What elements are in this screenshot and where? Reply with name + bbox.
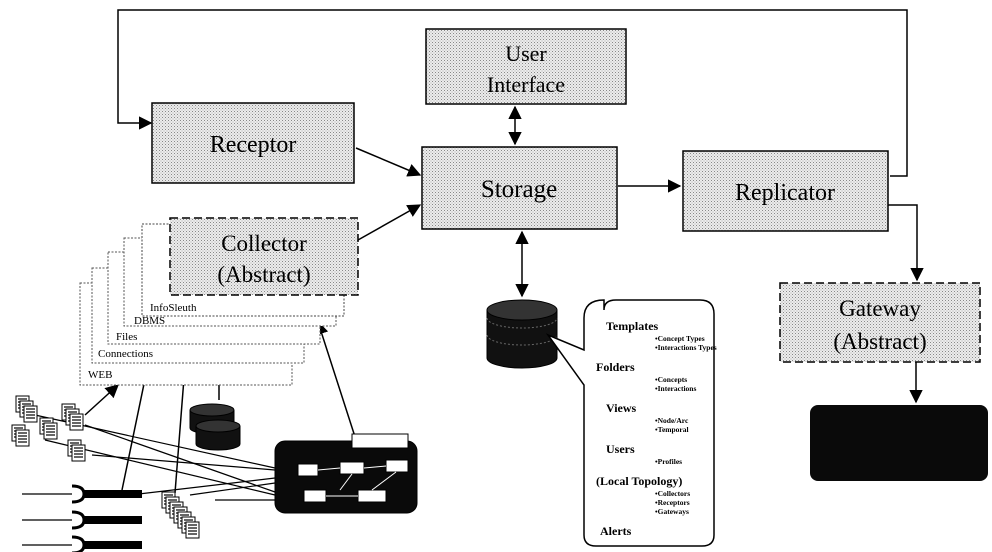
callout-item: •Gateways	[655, 507, 689, 516]
collector-label-line2: (Abstract)	[217, 262, 310, 287]
network-panel-icon	[274, 433, 418, 514]
stack-label-connections: Connections	[98, 348, 153, 360]
storage-label: Storage	[481, 176, 557, 203]
collector-label-line1: Collector	[221, 231, 307, 256]
replicator-gateway-arrow	[888, 204, 924, 282]
collector-box: Collector (Abstract)	[169, 217, 359, 296]
feedback-loop-arrow	[117, 9, 908, 177]
callout-item: •Interactions Types	[655, 343, 717, 352]
callout-item: •Receptors	[655, 498, 690, 507]
callout-item: •Profiles	[655, 457, 682, 466]
document-stack-icon	[11, 395, 86, 462]
cable-plug-icon	[20, 484, 144, 552]
storage-box: Storage	[421, 146, 618, 230]
docs-web-arrow	[84, 384, 119, 416]
stack-label-dbms: DBMS	[134, 315, 165, 327]
callout-item: •Node/Arc	[655, 416, 689, 425]
stack-label-files: Files	[116, 331, 137, 343]
user-interface-label-line2: Interface	[487, 72, 565, 97]
gateway-label-line1: Gateway	[839, 296, 921, 321]
callout-section-title: Users	[606, 442, 635, 456]
gateway-box: Gateway (Abstract)	[779, 282, 981, 363]
replicator-label: Replicator	[735, 180, 835, 206]
gateway-label-line2: (Abstract)	[833, 329, 926, 354]
callout-item: •Temporal	[655, 425, 689, 434]
callout-item: •Collectors	[655, 489, 690, 498]
callout-text: Templates•Concept Types•Interactions Typ…	[596, 319, 717, 538]
document-stack-icon	[161, 491, 200, 539]
storage-callout	[545, 299, 715, 547]
black-output-box-icon	[810, 405, 988, 481]
callout-item: •Interactions	[655, 384, 696, 393]
collector-storage-arrow	[357, 204, 422, 241]
panel-infosleuth-arrow	[315, 320, 358, 444]
callout-section-title: (Local Topology)	[596, 474, 682, 488]
callout-section-title: Folders	[596, 360, 635, 374]
callout-section-title: Templates	[606, 319, 659, 333]
stack-label-web: WEB	[88, 369, 112, 381]
connectors	[34, 9, 924, 501]
user-interface-label-line1: User	[505, 41, 547, 66]
callout-section-title: Views	[606, 401, 637, 415]
callout-section-title: Alerts	[600, 524, 632, 538]
receptor-label: Receptor	[210, 132, 297, 158]
callout-item: •Concept Types	[655, 334, 705, 343]
receptor-box: Receptor	[151, 102, 355, 184]
database-cylinder-icon	[486, 299, 558, 369]
stack-label-infosleuth: InfoSleuth	[150, 302, 197, 314]
user-interface-box: User Interface	[425, 28, 627, 105]
database-cylinder-icon	[189, 403, 241, 451]
callout-item: •Concepts	[655, 375, 687, 384]
receptor-storage-arrow	[355, 147, 422, 177]
replicator-box: Replicator	[682, 150, 889, 232]
